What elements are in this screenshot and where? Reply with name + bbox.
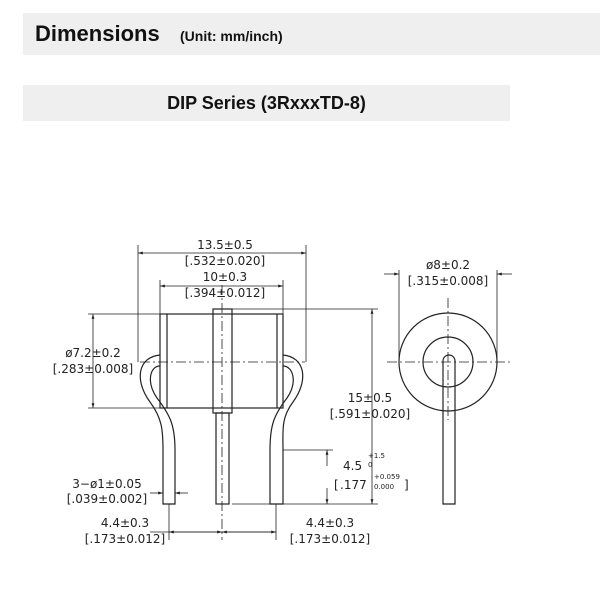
lead-length-inch-tol-plus: +0.059 (374, 473, 400, 481)
lead-length-tol-minus: 0 (368, 461, 372, 469)
lead-length-tol-plus: +1.5 (368, 452, 385, 460)
unit-label: (Unit: mm/inch) (180, 28, 283, 44)
body-outline (159, 313, 284, 409)
end-lead (442, 354, 456, 505)
overall-length-inch: [.532±0.020] (185, 254, 266, 268)
lead-diameter-mm: 3−ø1±0.05 (72, 477, 141, 491)
left-lead (139, 354, 176, 505)
body-diameter-inch: [.283±0.008] (53, 362, 134, 376)
body-length-mm: 10±0.3 (203, 270, 247, 284)
lead-length-label: 4.5 +1.5 0 [ .177 +0.059 0.000 ] (334, 452, 409, 492)
series-header: DIP Series (3RxxxTD-8) (23, 85, 510, 121)
dimensions-header: Dimensions (Unit: mm/inch) (23, 13, 600, 55)
bracket-open: [ (334, 478, 339, 492)
series-title: DIP Series (3RxxxTD-8) (167, 93, 366, 113)
overall-length-mm: 13.5±0.5 (197, 238, 253, 252)
lead-length-inch: .177 (340, 478, 367, 492)
side-view: 13.5±0.5 [.532±0.020] 10±0.3 [.394±0.012… (53, 238, 411, 546)
pitch-left-mm: 4.4±0.3 (101, 516, 149, 530)
pitch-right-mm: 4.4±0.3 (306, 516, 354, 530)
pitch-left-inch: [.173±0.012] (85, 532, 166, 546)
total-height-inch: [.591±0.020] (330, 407, 411, 421)
lead-diameter-inch: [.039±0.002] (67, 492, 148, 506)
page-title: Dimensions (35, 21, 160, 46)
end-diameter-inch: [.315±0.008] (408, 274, 489, 288)
total-height-mm: 15±0.5 (348, 391, 392, 405)
lead-length-inch-tol-minus: 0.000 (374, 483, 394, 491)
center-electrode (212, 308, 233, 414)
center-lead (215, 412, 230, 505)
body-length-inch: [.394±0.012] (185, 286, 266, 300)
body-diameter-mm: ø7.2±0.2 (65, 346, 121, 360)
right-lead (269, 354, 304, 505)
pitch-right-inch: [.173±0.012] (290, 532, 371, 546)
end-diameter-mm: ø8±0.2 (426, 258, 470, 272)
lead-length-mm: 4.5 (343, 459, 362, 473)
bracket-close: ] (404, 478, 409, 492)
end-view: ø8±0.2 [.315±0.008] (384, 258, 512, 505)
